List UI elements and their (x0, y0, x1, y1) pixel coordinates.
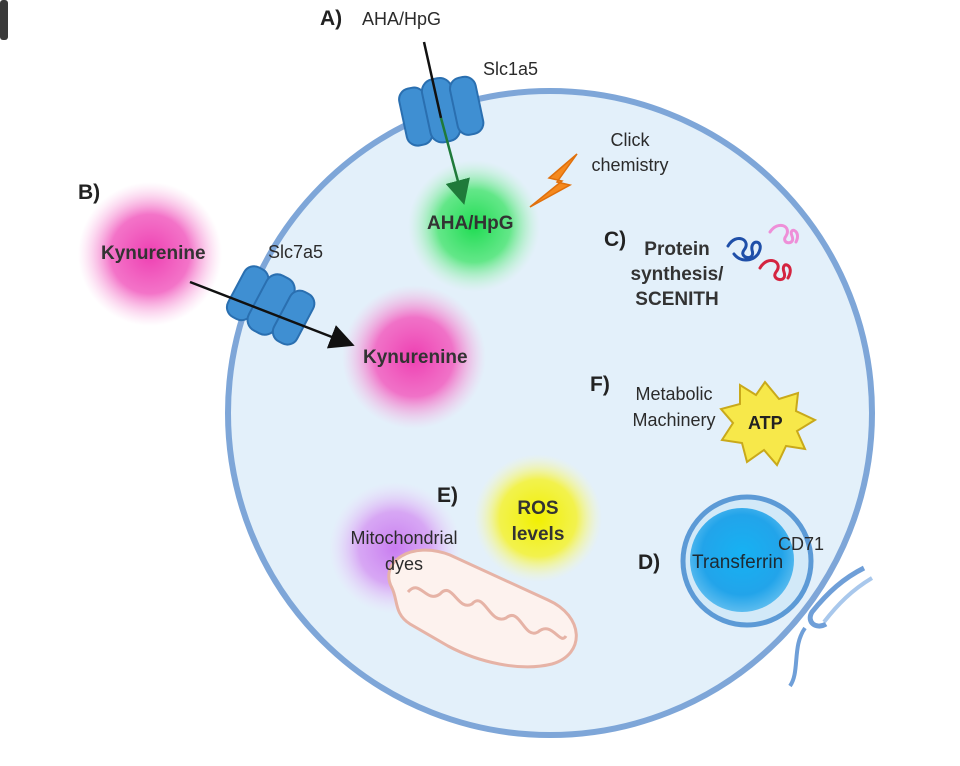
kynurenine-inside-label: Kynurenine (363, 347, 468, 368)
section-f-label: F) (590, 373, 610, 396)
mitochondrial-dyes-label: Mitochondrial dyes (332, 525, 476, 577)
section-c-label: C) (604, 228, 627, 251)
mitochondrion-icon (387, 548, 578, 669)
aha-uptake-arrow (422, 41, 443, 119)
transferrin-label: Transferrin (692, 552, 784, 573)
kynurenine-outside-glow (78, 182, 222, 326)
mito-line1: Mitochondrial (350, 528, 458, 548)
aha-inside-label: AHA/HpG (427, 213, 514, 234)
section-a-label: A) (320, 7, 343, 30)
kynurenine-uptake-arrow (189, 280, 355, 349)
ros-glow (474, 454, 602, 582)
kynurenine-inside-glow (342, 285, 486, 429)
kynurenine-outside-label: Kynurenine (101, 243, 206, 264)
transporter-slc1a5-icon (398, 75, 485, 147)
click-chemistry-line1: Click (610, 130, 650, 150)
cd71-label: CD71 (778, 534, 825, 554)
section-d-label: D) (638, 551, 661, 574)
section-b-label: B) (78, 181, 101, 204)
mito-line2: dyes (384, 554, 424, 574)
click-chemistry-line2: chemistry (591, 155, 669, 175)
protein-squiggle-icon (726, 223, 799, 281)
ros-line2: levels (511, 524, 565, 545)
protein-synthesis-label: Protein synthesis/ SCENITH (626, 237, 728, 312)
slc7a5-label: Slc7a5 (268, 242, 324, 262)
aha-outside-label: AHA/HpG (362, 9, 442, 29)
metabolic-machinery-label: Metabolic Machinery (618, 381, 730, 433)
section-e-label: E) (437, 484, 458, 507)
protein-synthesis-line2: synthesis/ (630, 264, 724, 285)
slc1a5-label: Slc1a5 (483, 59, 539, 79)
endosome-icon (680, 494, 874, 688)
lightning-icon (529, 153, 578, 208)
aha-inside-glow (408, 160, 540, 292)
transporter-slc7a5-icon (225, 265, 316, 346)
protein-synthesis-line1: Protein (644, 239, 710, 260)
top-shadow (194, 0, 846, 50)
metabolic-line1: Metabolic (635, 384, 713, 404)
atp-label: ATP (748, 413, 783, 433)
left-edge-mark (0, 0, 8, 40)
aha-uptake-arrow-inner (439, 117, 470, 205)
ros-line1: ROS (517, 498, 559, 519)
metabolic-line2: Machinery (632, 410, 716, 430)
atp-starburst-icon (719, 380, 818, 467)
protein-synthesis-line3: SCENITH (635, 289, 719, 310)
click-chemistry-label: Click chemistry (580, 128, 680, 178)
ros-levels-label: ROS levels (498, 496, 578, 548)
